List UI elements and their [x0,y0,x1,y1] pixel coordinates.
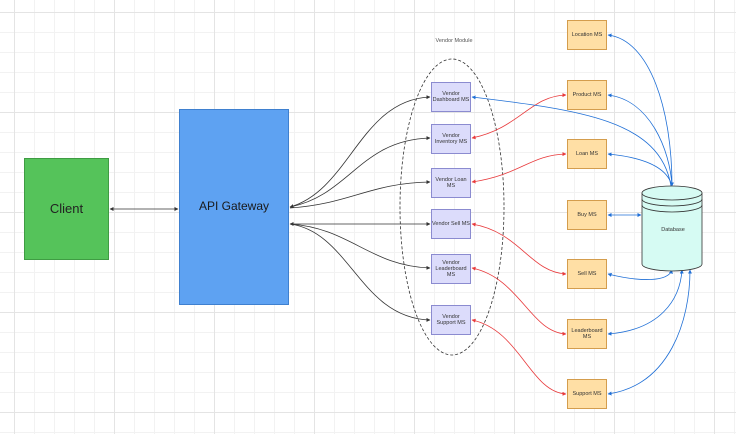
leaderboard-ms-label: Leaderboard MS [571,327,603,340]
vendor-leaderboard-label: Vendor Leaderboard MS [435,259,467,279]
vendor-loan-node[interactable]: Vendor Loan MS [431,168,471,198]
location-ms-label: Location MS [571,31,603,38]
client-label: Client [49,200,84,216]
loan-ms-label: Loan MS [575,150,598,157]
api-gateway-node[interactable]: API Gateway [179,109,289,305]
edge-gateway-vendor-dashboard [289,95,431,208]
edge-gateway-vendor-loan [289,180,431,209]
edge-location-database [607,33,674,187]
edge-gateway-vendor-leaderboard [289,223,431,270]
database-label: Database [661,227,685,233]
location-ms-node[interactable]: Location MS [567,20,607,50]
edge-sell-sell [471,222,567,276]
vendor-module-label: Vendor Module [435,38,473,44]
sell-ms-node[interactable]: Sell MS [567,259,607,289]
edge-inventory-product [471,93,567,140]
vendor-inventory-node[interactable]: Vendor Inventory MS [431,124,471,154]
vendor-dashboard-node[interactable]: Vendor Dashboard MS [431,82,471,112]
vendor-support-label: Vendor Support MS [436,313,466,326]
vendor-loan-label: Vendor Loan MS [435,176,467,189]
vendor-dashboard-label: Vendor Dashboard MS [432,90,470,103]
vendor-sell-node[interactable]: Vendor Sell MS [431,209,471,239]
database-cylinder [641,185,703,272]
vendor-inventory-label: Vendor Inventory MS [434,132,468,145]
api-gateway-label: API Gateway [198,199,270,214]
buy-ms-node[interactable]: Buy MS [567,200,607,230]
product-ms-label: Product MS [572,91,602,98]
support-ms-label: Support MS [572,390,602,397]
edge-support-support [471,318,567,396]
vendor-support-node[interactable]: Vendor Support MS [431,305,471,335]
edge-loan-loan [471,152,567,184]
edge-gateway-vendor-support [289,223,431,322]
buy-ms-label: Buy MS [577,211,597,218]
edge-gateway-vendor-inventory [289,136,431,208]
support-ms-node[interactable]: Support MS [567,379,607,409]
vendor-leaderboard-node[interactable]: Vendor Leaderboard MS [431,254,471,284]
edge-support-database [607,269,692,396]
edge-sell-database [607,269,673,280]
vendor-sell-label: Vendor Sell MS [432,220,470,227]
loan-ms-node[interactable]: Loan MS [567,139,607,169]
client-node[interactable]: Client [24,158,109,260]
leaderboard-ms-node[interactable]: Leaderboard MS [567,319,607,349]
edge-loan-database [607,152,673,187]
edge-leaderboard-leaderboard [471,266,567,336]
edge-product-database [607,93,673,187]
sell-ms-label: Sell MS [577,270,597,277]
product-ms-node[interactable]: Product MS [567,80,607,110]
